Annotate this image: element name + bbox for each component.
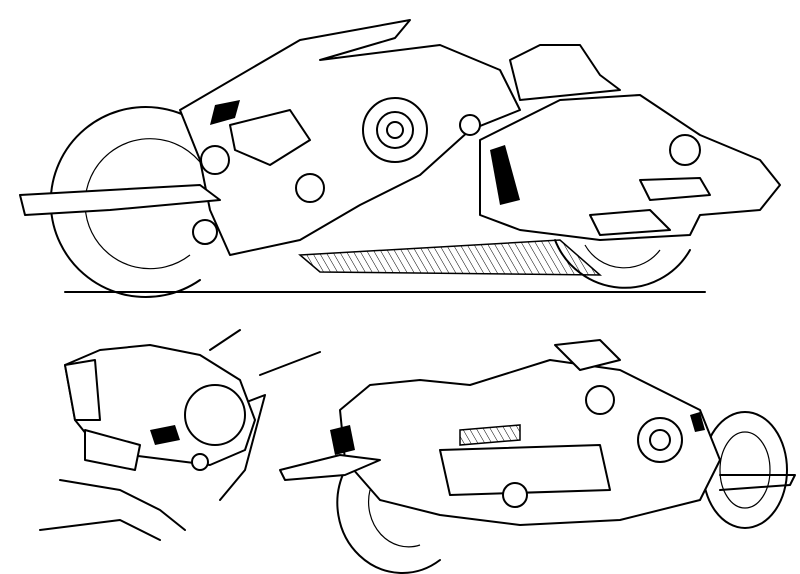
rear-body-cowl [179,19,521,256]
rear-wheel-3q [702,411,788,529]
front-body-cowl [479,94,781,241]
rear-swingarm [19,184,221,216]
cockpit-detail-sketch [39,329,321,541]
underbody-hatching [298,239,603,276]
side-view-motorcycle [19,19,781,298]
three-quarter-view-motorcycle [279,339,796,574]
front-wheel-3q [336,469,441,574]
seat [509,44,621,101]
